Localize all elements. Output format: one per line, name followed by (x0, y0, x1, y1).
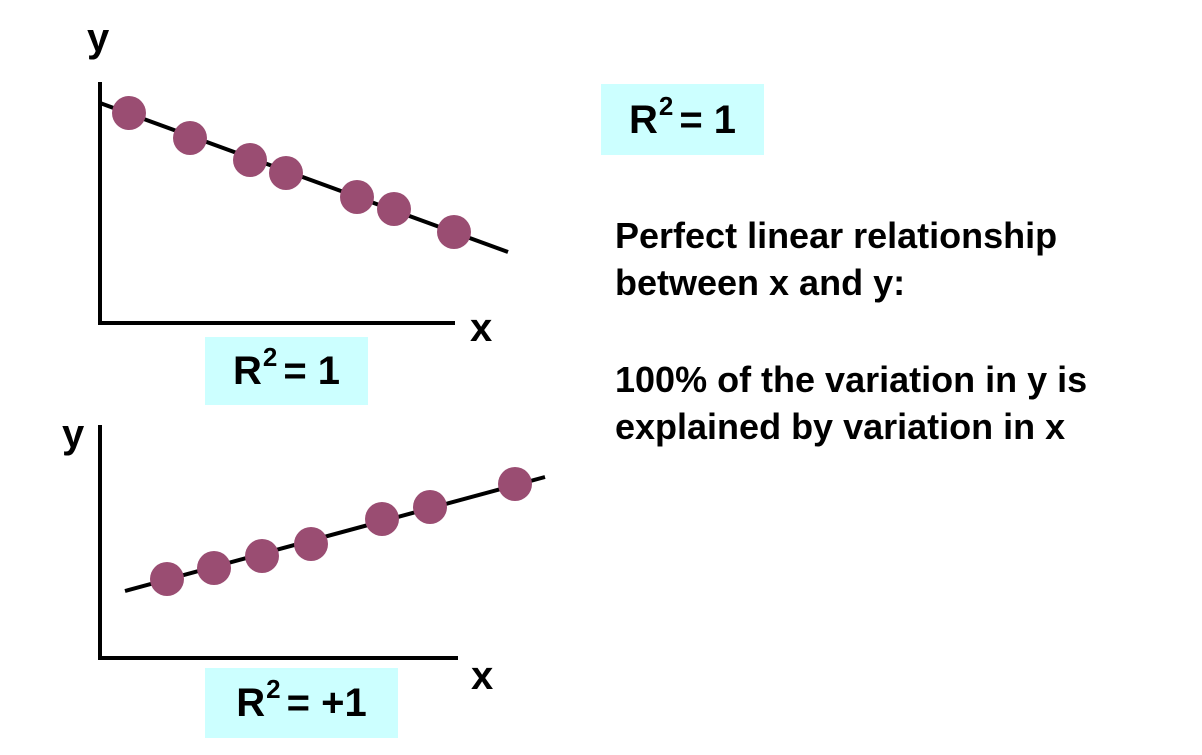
top-data-point-4 (269, 156, 303, 190)
bottom-x-axis-label: x (471, 654, 494, 698)
bottom-data-point-6 (413, 490, 447, 524)
description-line-3: 100% of the variation in y is (615, 359, 1088, 400)
r-squared-value: = 1 (283, 349, 341, 393)
bottom-data-point-5 (365, 502, 399, 536)
r-symbol: R (232, 349, 262, 393)
bottom-data-point-2 (197, 551, 231, 585)
top-data-point-7 (437, 215, 471, 249)
r-squared-value: = +1 (286, 681, 367, 725)
r-squared-value: = 1 (679, 97, 737, 142)
top-data-point-1 (112, 96, 146, 130)
bottom-y-axis-label: y (62, 412, 85, 456)
top-data-point-3 (233, 143, 267, 177)
top-data-point-2 (173, 121, 207, 155)
bottom-data-points (150, 467, 532, 596)
bottom-data-point-3 (245, 539, 279, 573)
bottom-data-point-7 (498, 467, 532, 501)
top-data-point-6 (377, 192, 411, 226)
bottom-regression-line (124, 475, 546, 593)
description-line-2: between x and y: (615, 262, 906, 303)
description-line-1: Perfect linear relationship (615, 215, 1058, 256)
exponent: 2 (262, 342, 278, 372)
exponent: 2 (658, 90, 674, 121)
bottom-data-point-4 (294, 527, 328, 561)
r-symbol: R (236, 681, 266, 725)
top-x-axis-label: x (470, 306, 493, 350)
bottom-data-point-1 (150, 562, 184, 596)
description-line-4: explained by variation in x (615, 406, 1066, 447)
bottom-axes (98, 425, 546, 660)
r-symbol: R (628, 97, 658, 142)
top-y-axis-label: y (87, 16, 110, 60)
top-data-point-5 (340, 180, 374, 214)
top-data-points (112, 96, 471, 249)
exponent: 2 (266, 674, 281, 704)
